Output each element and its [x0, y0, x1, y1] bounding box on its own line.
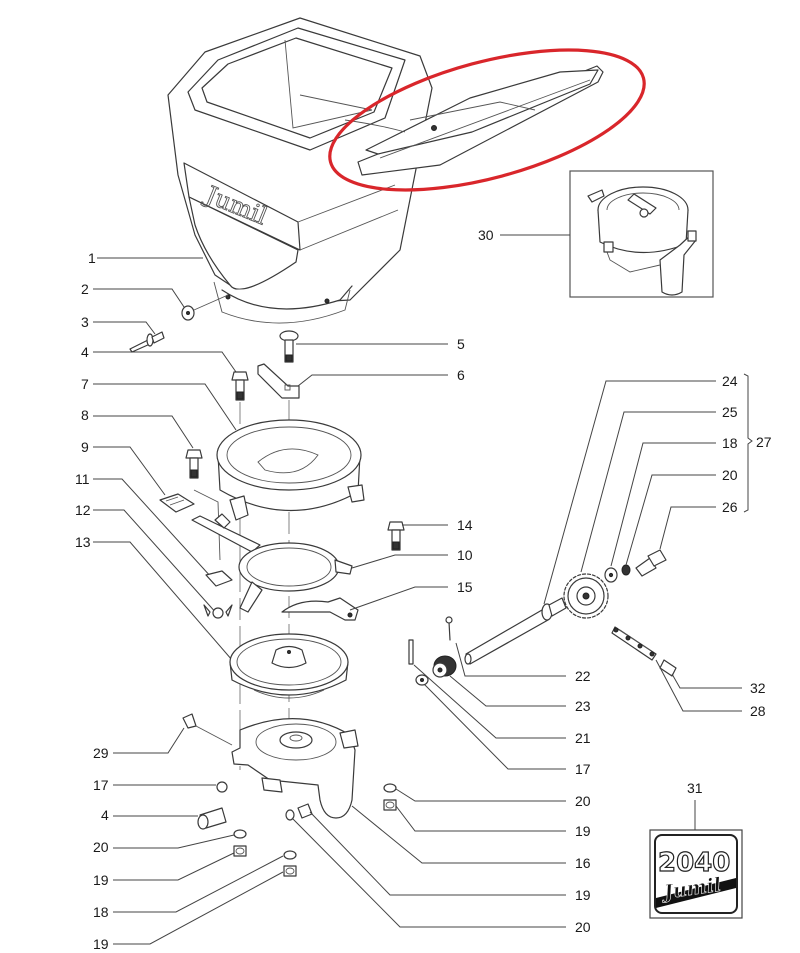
callout-9: 9 — [81, 439, 89, 455]
key-part-21 — [408, 639, 414, 665]
group-bracket — [743, 373, 753, 513]
bolt-part-8 — [185, 449, 203, 479]
callout-2: 2 — [81, 281, 89, 297]
callout-8: 8 — [81, 407, 89, 423]
callout-31: 31 — [687, 780, 703, 796]
bolt-part-14 — [387, 521, 405, 551]
callout-18-left: 18 — [93, 904, 109, 920]
carriage-bolt-part-5 — [279, 330, 299, 363]
callout-13: 13 — [75, 534, 91, 550]
callout-28: 28 — [750, 703, 766, 719]
drive-parts — [408, 549, 677, 686]
callout-7: 7 — [81, 376, 89, 392]
callout-10: 10 — [457, 547, 473, 563]
hopper-lid-part[interactable] — [344, 65, 604, 176]
clamp-part-11 — [205, 570, 233, 587]
chain-link-part-32 — [659, 659, 677, 677]
complete-distributor-inset[interactable] — [569, 170, 714, 298]
seed-disc-part-13 — [229, 633, 349, 699]
callout-3: 3 — [81, 314, 89, 330]
distributor-ring-part-7 — [216, 419, 365, 521]
callout-19-bottom: 19 — [93, 936, 109, 952]
callout-30: 30 — [478, 227, 494, 243]
callout-22: 22 — [575, 668, 591, 684]
callout-1: 1 — [88, 250, 96, 266]
bolt-part-4 — [231, 371, 249, 401]
callout-17-right: 17 — [575, 761, 591, 777]
pinion-gear-part-23 — [432, 655, 457, 678]
callout-15: 15 — [457, 579, 473, 595]
callout-20-drive: 20 — [722, 467, 738, 483]
bolt-part-26 — [635, 549, 667, 577]
shaft-part-24 — [464, 597, 567, 665]
label-plate-part-9 — [159, 493, 195, 513]
callout-24: 24 — [722, 373, 738, 389]
left-callouts: 1 2 3 4 7 8 9 11 12 13 29 17 4 — [75, 250, 284, 952]
chain-part-28 — [611, 626, 657, 661]
regulator-ring-part-10 — [191, 513, 353, 613]
callout-12: 12 — [75, 502, 91, 518]
callout-21: 21 — [575, 730, 591, 746]
callout-18-drive: 18 — [722, 435, 738, 451]
wing-nut-part-12 — [203, 604, 233, 619]
callout-17-left: 17 — [93, 777, 109, 793]
callout-4: 4 — [81, 344, 89, 360]
callout-32: 32 — [750, 680, 766, 696]
right-callouts: 5 6 14 10 15 22 23 21 17 20 19 16 19 20 — [291, 336, 591, 935]
callout-27: 27 — [756, 434, 772, 450]
grease-fitting-part-29 — [182, 713, 197, 729]
callout-19-lower-right: 19 — [575, 887, 591, 903]
logo-model-text: 2040 — [658, 848, 730, 878]
logo-decal-part-31[interactable]: 31 2040 Jumil — [649, 780, 743, 919]
cotter-pin-part-22 — [448, 621, 451, 641]
bracket-part-6 — [257, 363, 300, 399]
hopper-part[interactable]: Jumil — [167, 17, 433, 324]
callout-25: 25 — [722, 404, 738, 420]
callout-14: 14 — [457, 517, 473, 533]
callout-19-left: 19 — [93, 872, 109, 888]
drive-callouts: 24 25 18 20 26 27 32 28 — [543, 373, 772, 719]
callout-5: 5 — [457, 336, 465, 352]
callout-20-left: 20 — [93, 839, 109, 855]
callout-20-lower-right: 20 — [575, 919, 591, 935]
callout-16: 16 — [575, 855, 591, 871]
callout-26: 26 — [722, 499, 738, 515]
highlight-ellipse — [328, 48, 646, 192]
callout-20-right: 20 — [575, 793, 591, 809]
callout-6: 6 — [457, 367, 465, 383]
callout-4-lower: 4 — [101, 807, 109, 823]
distributor-base-part-16 — [231, 718, 359, 819]
callout-11: 11 — [75, 471, 90, 487]
sprocket-part-25 — [563, 573, 609, 619]
callout-23: 23 — [575, 698, 591, 714]
callout-19-right: 19 — [575, 823, 591, 839]
ejector-part-15 — [281, 597, 359, 621]
center-parts — [129, 294, 405, 877]
callout-29: 29 — [93, 745, 109, 761]
